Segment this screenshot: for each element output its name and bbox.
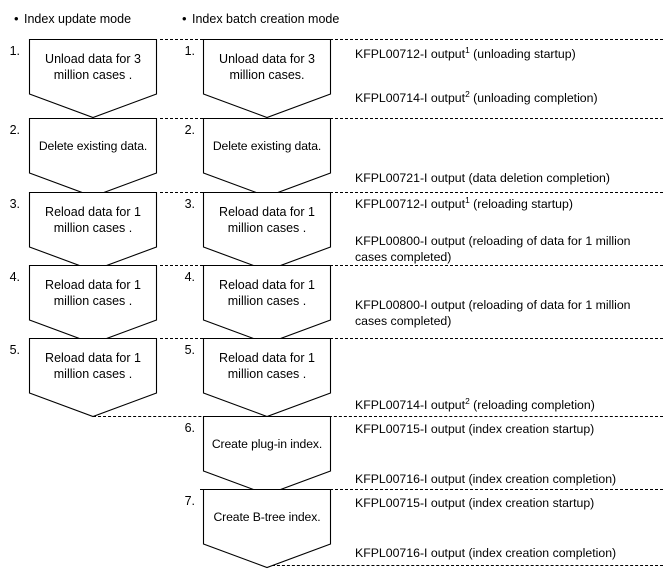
step-number-col2-3: 3. xyxy=(184,197,195,211)
message-row: KFPL00715-I output (index creation start… xyxy=(355,496,595,510)
separator-line xyxy=(160,338,663,339)
message-row: KFPL00714-I output2 (unloading completio… xyxy=(355,88,598,105)
step-number-col2-6: 6. xyxy=(184,421,195,435)
step-number-col1-1: 1. xyxy=(9,44,20,58)
flow-step-label: Reload data for 1 million cases . xyxy=(45,278,141,308)
step-number-col1-5: 5. xyxy=(9,343,20,357)
message-footnote-marker: 1 xyxy=(465,194,470,205)
bullet-icon: • xyxy=(14,11,19,26)
flow-step-col1-5: Reload data for 1 million cases . xyxy=(28,337,158,418)
separator-line xyxy=(160,265,663,266)
flow-step-col2-7: Create B-tree index. xyxy=(202,488,332,569)
step-number-col2-4: 4. xyxy=(184,270,195,284)
flow-step-col1-1: Unload data for 3 million cases . xyxy=(28,38,158,119)
message-footnote-marker: 2 xyxy=(465,88,470,99)
flow-step-label: Reload data for 1 million cases . xyxy=(219,351,315,381)
message-row: KFPL00715-I output (index creation start… xyxy=(355,422,595,436)
step-number-col2-2: 2. xyxy=(184,123,195,137)
message-row: KFPL00714-I output2 (reloading completio… xyxy=(355,395,595,412)
separator-line xyxy=(267,565,663,566)
message-row: KFPL00716-I output (index creation compl… xyxy=(355,546,617,560)
column-header-index-update-mode: • Index update mode xyxy=(14,11,132,27)
step-number-col1-3: 3. xyxy=(9,197,20,211)
message-row: KFPL00721-I output (data deletion comple… xyxy=(355,171,610,185)
step-number-col2-5: 5. xyxy=(184,343,195,357)
step-number-col2-1: 1. xyxy=(184,44,195,58)
flow-step-label: Reload data for 1 million cases . xyxy=(219,205,315,235)
flow-step-label: Reload data for 1 million cases . xyxy=(45,351,141,381)
step-number-col1-2: 2. xyxy=(9,123,20,137)
flow-step-label: Reload data for 1 million cases . xyxy=(45,205,141,235)
message-row: KFPL00800-I output (reloading of data fo… xyxy=(355,234,631,264)
flow-step-label: Delete existing data. xyxy=(212,139,322,153)
separator-line xyxy=(200,489,663,490)
flow-step-col2-5: Reload data for 1 million cases . xyxy=(202,337,332,418)
message-row: KFPL00716-I output (index creation compl… xyxy=(355,472,617,486)
separator-line xyxy=(160,118,663,119)
flow-step-label: Delete existing data. xyxy=(38,139,148,153)
message-footnote-marker: 1 xyxy=(465,44,470,55)
step-number-col2-7: 7. xyxy=(184,494,195,508)
message-footnote-marker: 2 xyxy=(465,395,470,406)
separator-line xyxy=(160,192,663,193)
column-title: Index batch creation mode xyxy=(192,12,340,26)
separator-line xyxy=(93,416,663,417)
separator-line xyxy=(160,39,663,40)
column-title: Index update mode xyxy=(24,12,132,26)
flow-step-label: Unload data for 3 million cases. xyxy=(219,52,315,82)
flow-step-label: Create B-tree index. xyxy=(213,510,321,524)
flow-step-col2-6: Create plug-in index. xyxy=(202,415,332,496)
message-row: KFPL00712-I output1 (unloading startup) xyxy=(355,44,576,61)
flow-step-col2-2: Delete existing data. xyxy=(202,117,332,198)
flow-step-col1-2: Delete existing data. xyxy=(28,117,158,198)
step-number-col1-4: 4. xyxy=(9,270,20,284)
message-row: KFPL00712-I output1 (reloading startup) xyxy=(355,194,573,211)
bullet-icon: • xyxy=(182,11,187,26)
flow-step-col1-4: Reload data for 1 million cases . xyxy=(28,264,158,345)
flow-step-col2-1: Unload data for 3 million cases. xyxy=(202,38,332,119)
flow-step-col2-4: Reload data for 1 million cases . xyxy=(202,264,332,345)
flow-step-label: Reload data for 1 million cases . xyxy=(219,278,315,308)
flow-step-label: Create plug-in index. xyxy=(211,437,323,451)
flow-step-label: Unload data for 3 million cases . xyxy=(45,52,141,82)
flow-step-col2-3: Reload data for 1 million cases . xyxy=(202,191,332,272)
message-row: KFPL00800-I output (reloading of data fo… xyxy=(355,298,631,328)
flow-step-col1-3: Reload data for 1 million cases . xyxy=(28,191,158,272)
column-header-index-batch-creation-mode: • Index batch creation mode xyxy=(182,11,340,27)
